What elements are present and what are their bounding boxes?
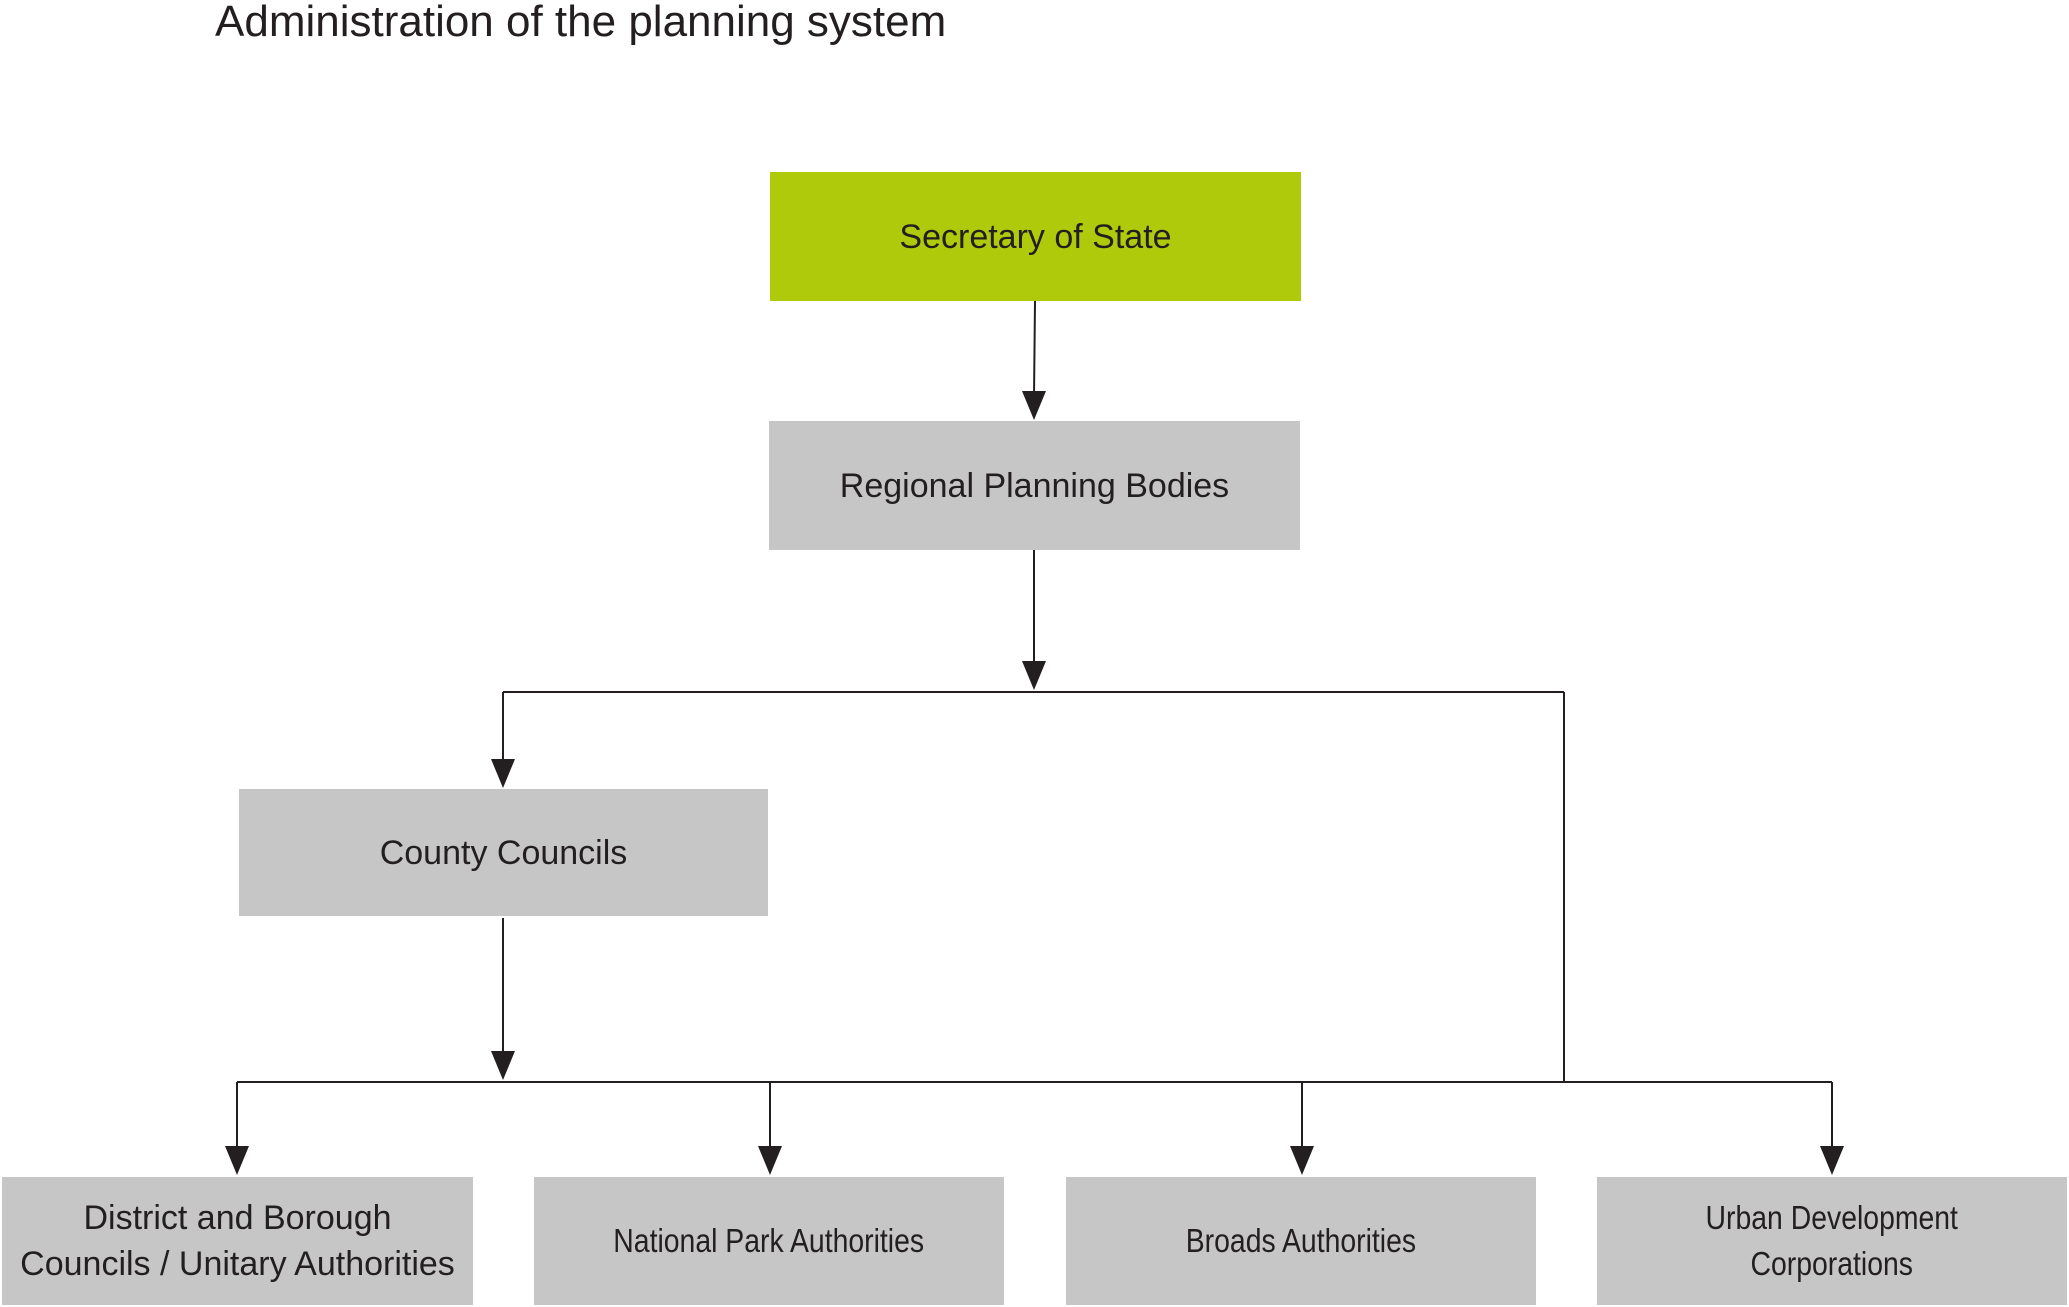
- node-urban-development-line-1: Urban Development: [1705, 1199, 1959, 1236]
- node-broads-authorities: Broads Authorities: [1066, 1177, 1536, 1305]
- arrowhead-district: [225, 1146, 249, 1175]
- node-district-borough-line-1: District and Borough: [83, 1199, 392, 1237]
- node-national-park-authorities: National Park Authorities: [534, 1177, 1004, 1305]
- node-urban-development-corporations: Urban Development Corporations: [1597, 1177, 2067, 1305]
- node-regional-planning-bodies: Regional Planning Bodies: [769, 421, 1300, 550]
- connector-secretary-to-regional: [1033, 300, 1036, 398]
- node-secretary-of-state-label: Secretary of State: [899, 217, 1172, 256]
- node-national-park-authorities-label: National Park Authorities: [613, 1222, 925, 1259]
- node-broads-authorities-label: Broads Authorities: [1185, 1222, 1417, 1259]
- node-district-borough-line-2: Councils / Unitary Authorities: [20, 1245, 455, 1283]
- arrowhead-junction: [1022, 661, 1046, 690]
- node-county-councils-label: County Councils: [379, 833, 628, 872]
- diagram-title: Administration of the planning system: [215, 0, 947, 46]
- node-secretary-of-state: Secretary of State: [770, 172, 1301, 301]
- node-district-borough-councils: District and Borough Councils / Unitary …: [2, 1177, 473, 1305]
- arrowhead-urban: [1820, 1146, 1844, 1175]
- node-district-borough-councils-label: District and Borough Councils / Unitary …: [20, 1195, 455, 1287]
- arrowhead-broads: [1290, 1146, 1314, 1175]
- arrowhead-lower-junction: [491, 1051, 515, 1080]
- arrowhead-national-park: [758, 1146, 782, 1175]
- node-urban-development-corporations-label: Urban Development Corporations: [1706, 1195, 1958, 1287]
- node-regional-planning-bodies-label: Regional Planning Bodies: [839, 466, 1230, 505]
- arrowhead-regional: [1022, 391, 1046, 420]
- node-urban-development-line-2: Corporations: [1750, 1245, 1914, 1282]
- node-county-councils: County Councils: [239, 789, 768, 916]
- arrowhead-county: [491, 759, 515, 788]
